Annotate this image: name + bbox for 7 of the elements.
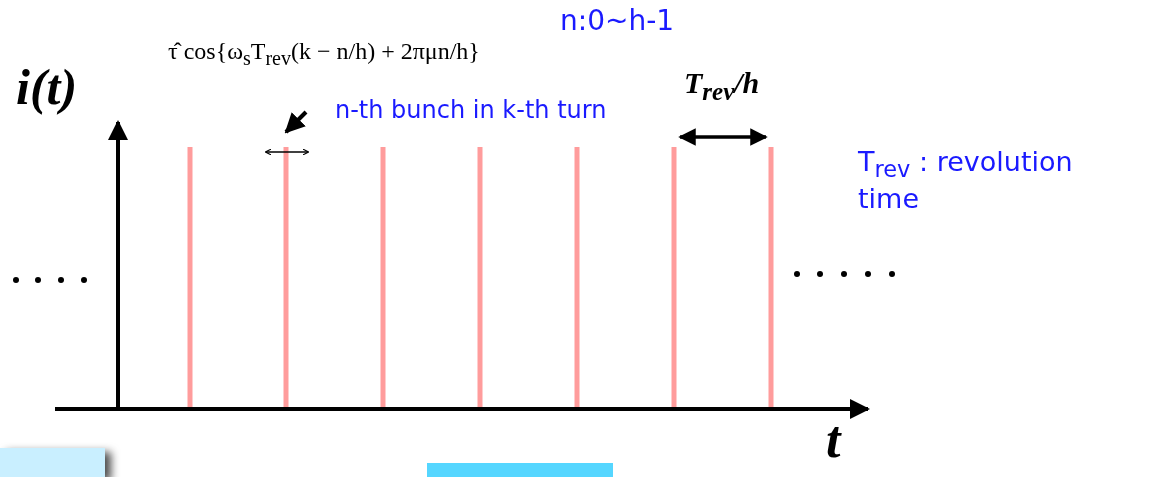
revolution-time-note: T$_{rev}$ : revolution time bbox=[858, 146, 1074, 216]
bunch-spacing-label: T$_{rev}$/h bbox=[684, 66, 760, 106]
axis-label: t bbox=[826, 410, 841, 469]
axis-label: i(t) bbox=[16, 58, 78, 116]
index-range-label: n:0~h-1 bbox=[560, 4, 675, 37]
bunch-note: n-th bunch in k-th turn bbox=[335, 96, 607, 124]
formula-label: τ̂ cos{ω$_{s}$T$_{rev}$(k − n/h) + 2πμn/h} bbox=[168, 38, 480, 70]
